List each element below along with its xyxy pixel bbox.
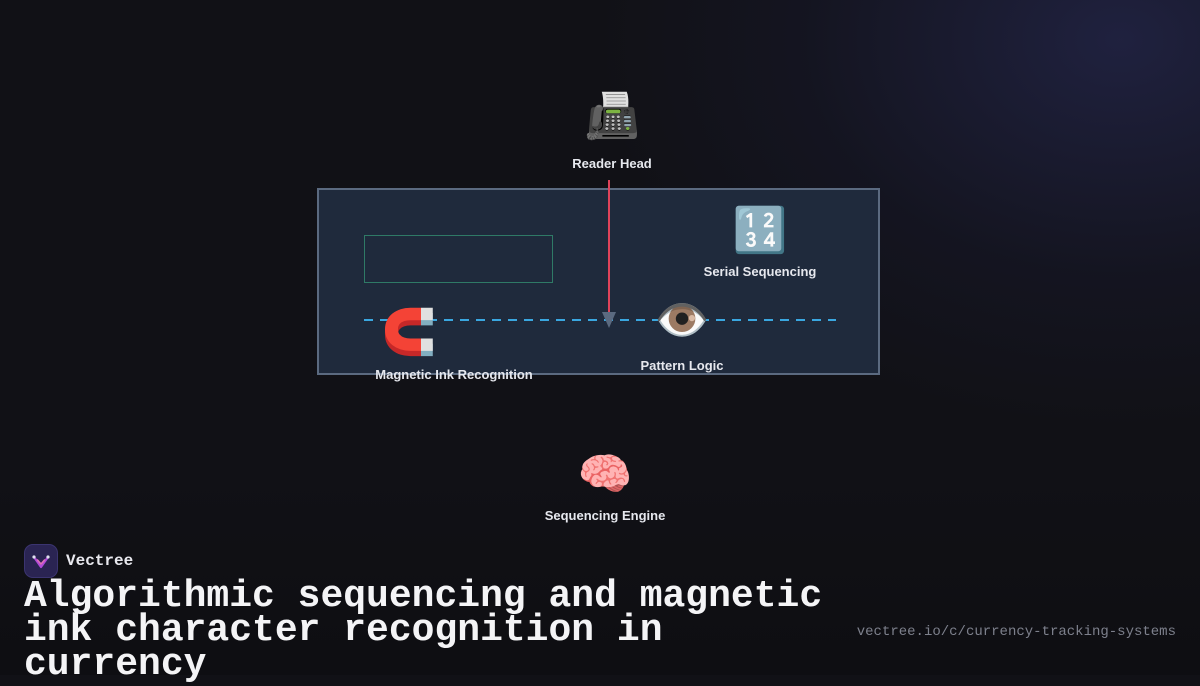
node-sequencing-engine: 🧠 Sequencing Engine [544,449,666,524]
node-serial-sequencing: 🔢 Serial Sequencing [703,205,817,280]
vectree-logo-icon [24,544,58,578]
scanner-panel [317,188,880,375]
node-label: Serial Sequencing [703,264,817,279]
node-reader-head: 📠 Reader Head [572,91,652,172]
node-label: Sequencing Engine [544,508,666,523]
brain-icon: 🧠 [577,449,633,500]
magnet-icon: 🧲 [381,307,437,358]
brand: Vectree [24,544,133,578]
reader-arrow-head [602,312,616,328]
page-title: Algorithmic sequencing and magnetic ink … [24,575,823,686]
node-label: Pattern Logic [640,358,724,373]
node-label: Reader Head [572,156,652,171]
eye-icon: 👁️ [654,295,710,346]
inner-highlight-rect [364,235,553,283]
fax-machine-icon: 📠 [584,91,640,142]
node-label: Magnetic Ink Recognition [375,367,533,382]
brand-name: Vectree [66,552,134,570]
node-magnetic-ink: 🧲 Magnetic Ink Recognition [375,308,533,383]
node-pattern-logic: 👁️ Pattern Logic [640,295,724,374]
source-url: vectree.io/c/currency-tracking-systems [856,624,1176,640]
input-numbers-icon: 🔢 [732,205,788,256]
